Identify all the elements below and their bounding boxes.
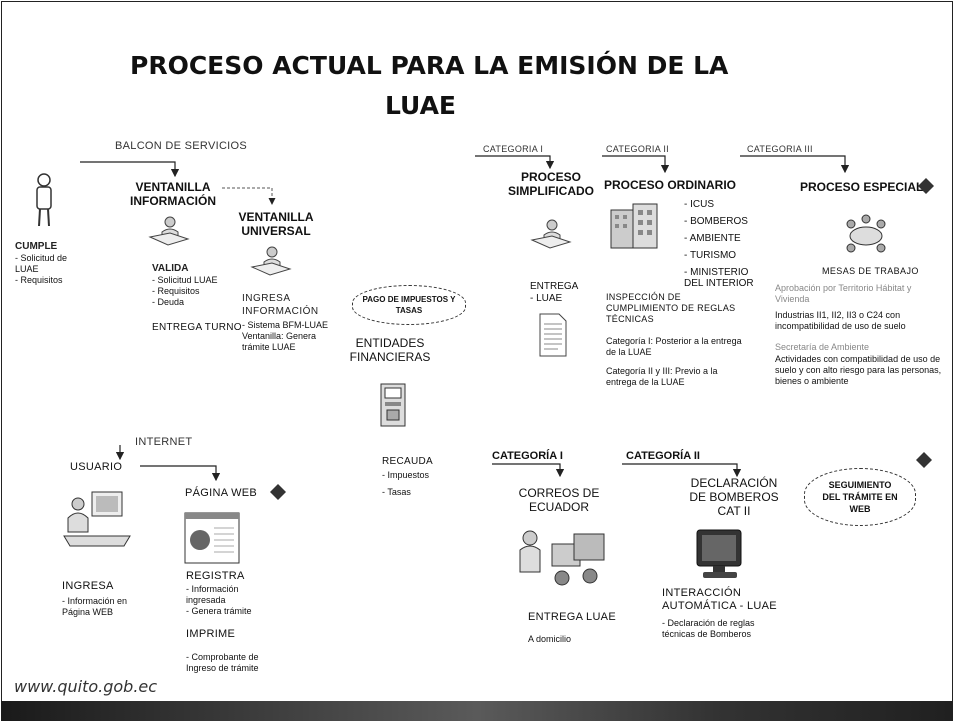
atm-icon [378,382,408,433]
seguimiento-cloud: SEGUIMIENTO DEL TRÁMITE EN WEB [804,468,916,526]
registra-item: Información ingresada [186,584,276,606]
internet-ingresa-item: Información en Página WEB [62,596,152,618]
cat1-title: PROCESO SIMPLIFICADO [508,170,594,198]
cumple-list: Solicitud de LUAE Requisitos [15,253,85,286]
entrega-luae-title: ENTREGA LUAE [528,611,616,623]
a-domicilio: A domicilio [528,634,572,644]
pago-cloud: PAGO DE IMPUESTOS Y TASAS [352,285,466,325]
delivery-icon [512,526,612,597]
entrega-turno: ENTREGA TURNO [152,322,242,333]
cumple-title: CUMPLE [15,241,58,252]
diamond-icon [270,484,286,505]
cumple-item: Requisitos [15,275,85,286]
cat2-note2: Categoría II y III: Previo a la entrega … [606,366,718,387]
cat1-entrega: ENTREGA - LUAE [530,281,579,304]
arrow-bottom-cat2 [622,463,742,478]
recauda-title: RECAUDA [382,456,433,467]
declaracion-title: DECLARACIÓN DE BOMBEROS CAT II [689,476,779,518]
entidades-title: ENTIDADES FINANCIERAS [349,336,431,364]
cat2-item: ICUS [684,196,764,213]
diamond-icon [918,178,934,199]
valida-item: Deuda [152,297,232,308]
arrow-balcon [80,161,180,178]
ventanilla-universal-title: VENTANILLA UNIVERSAL [238,210,314,238]
arrow-cat2 [602,155,670,174]
bottom-cat2-label: CATEGORÍA II [626,450,700,462]
recauda-list: Impuestos Tasas [382,470,452,498]
ingresa-item: Sistema BFM-LUAE Ventanilla: Genera trám… [242,320,330,353]
interaccion-item: Declaración de reglas técnicas de Bomber… [662,618,772,640]
arrow-bottom-cat1 [492,463,565,478]
cat2-list: ICUS BOMBEROS AMBIENTE TURISMO MINISTERI… [684,196,764,289]
mesas-title: MESAS DE TRABAJO [822,266,919,276]
bottom-bar [1,701,953,721]
valida-list: Solicitud LUAE Requisitos Deuda [152,275,232,308]
balcon-label: BALCON DE SERVICIOS [115,140,248,152]
page-title-line2: LUAE [385,91,456,120]
meeting-table-icon [843,208,889,263]
ventanilla-info-title: VENTANILLA INFORMACIÓN [130,180,216,208]
cat2-item: BOMBEROS [684,213,764,230]
footer-url[interactable]: www.quito.gob.ec [14,677,158,696]
arrow-ventanilla [222,187,276,205]
recauda-item: Impuestos [382,470,452,481]
internet-ingresa-title: INGRESA [62,580,114,592]
correos-title: CORREOS DE ECUADOR [518,486,600,514]
ingresa-list: Sistema BFM-LUAE Ventanilla: Genera trám… [242,320,330,353]
cat2-item: MINISTERIO DEL INTERIOR [684,267,764,289]
ingresa-title: INGRESA INFORMACIÓN [242,293,319,317]
desk-worker-icon [250,245,292,284]
valida-item: Solicitud LUAE [152,275,232,286]
person-icon [30,172,58,233]
building-icon [605,200,665,257]
inspeccion-title: INSPECCIÓN DE CUMPLIMIENTO DE REGLAS TÉC… [606,292,736,324]
cat3-sub1: Aprobación por Territorio Hábitat y Vivi… [775,283,912,304]
registra-item: Genera trámite [186,606,276,617]
cumple-item: Solicitud de LUAE [15,253,85,275]
imprime-item: Comprobante de Ingreso de trámite [186,652,276,674]
diamond-icon [916,452,932,473]
registra-list: Información ingresada Genera trámite [186,584,276,617]
cat2-item: AMBIENTE [684,230,764,247]
usuario-title: USUARIO [70,461,123,473]
cat3-text1: Industrias II1, II2, II3 o C24 con incom… [775,310,906,331]
interaccion-title: INTERACCIÓN AUTOMÁTICA - LUAE [662,587,777,612]
arrow-cat3 [740,155,850,174]
pagina-web-title: PÁGINA WEB [185,487,258,499]
cat3-title: PROCESO ESPECIAL [800,180,924,194]
valida-title: VALIDA [152,263,189,274]
cat2-note1: Categoría I: Posterior a la entrega de l… [606,336,742,357]
internet-ingresa-list: Información en Página WEB [62,596,152,618]
arrow-usuario [140,465,221,482]
imprime-list: Comprobante de Ingreso de trámite [186,652,276,674]
cat3-label: CATEGORIA III [747,144,813,154]
page-title-line1: PROCESO ACTUAL PARA LA EMISIÓN DE LA [130,51,729,80]
bottom-cat1-label: CATEGORÍA I [492,450,563,462]
recauda-item: Tasas [382,487,452,498]
imprime-title: IMPRIME [186,628,236,640]
desk-worker-icon [148,215,190,254]
computer-user-icon [62,488,134,555]
document-icon [538,312,568,363]
cat2-item: TURISMO [684,247,764,264]
cat3-text2: Actividades con compatibilidad de uso de… [775,354,942,386]
arrow-cat1 [475,155,555,170]
cat3-sub2: Secretaría de Ambiente [775,342,870,352]
cat2-title: PROCESO ORDINARIO [604,178,737,192]
desk-worker-icon [530,218,572,257]
web-page-icon [184,512,240,569]
internet-label: INTERNET [135,436,193,448]
valida-item: Requisitos [152,286,232,297]
computer-icon [693,526,749,587]
interaccion-list: Declaración de reglas técnicas de Bomber… [662,618,772,640]
cat2-label: CATEGORIA II [606,144,669,154]
cat1-label: CATEGORIA I [483,144,544,154]
registra-title: REGISTRA [186,570,245,582]
